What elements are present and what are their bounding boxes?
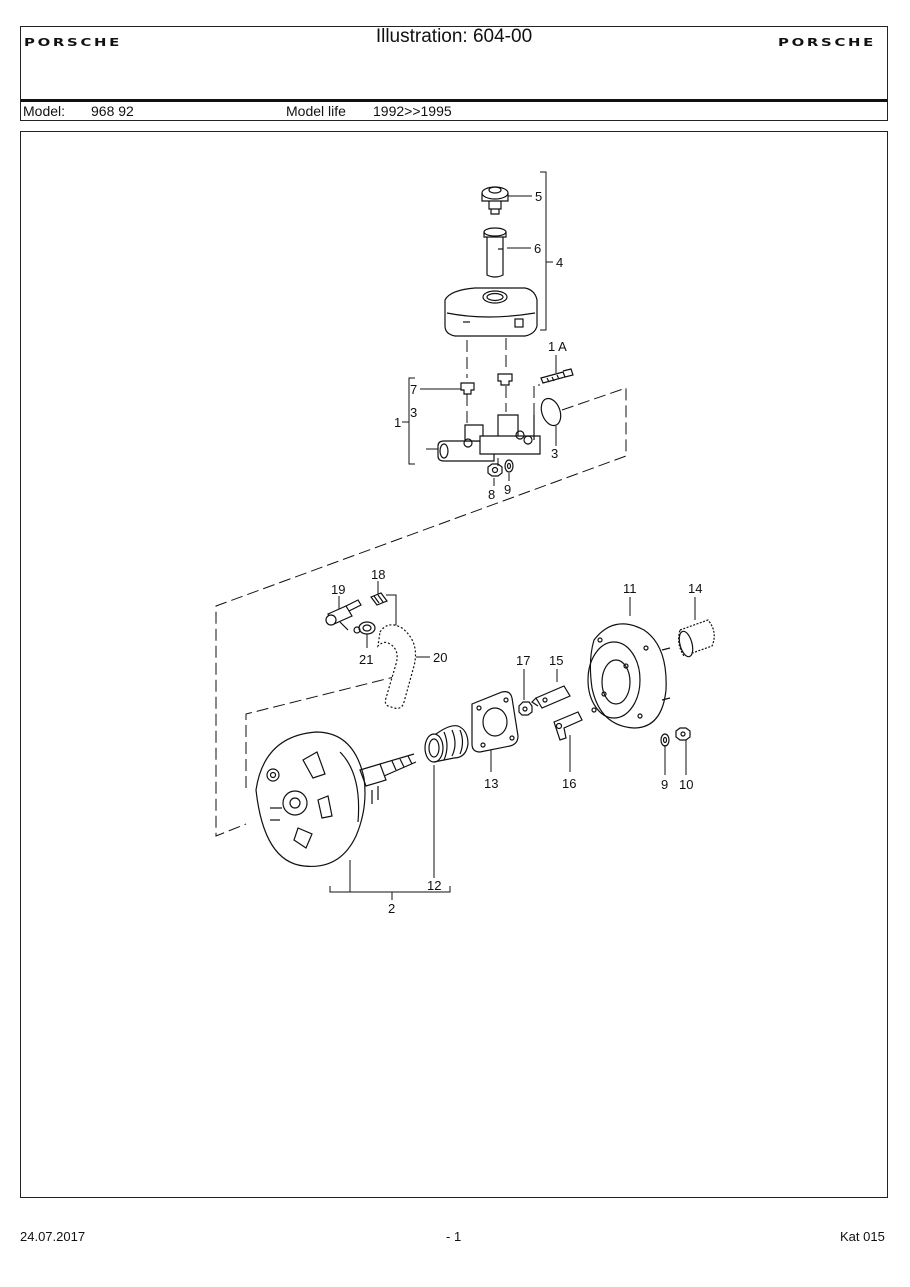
mounting-plate (587, 623, 671, 729)
callout-9-upper: 9 (504, 482, 511, 497)
callout-18: 18 (371, 567, 385, 582)
stud-bolt (540, 368, 574, 384)
model-value: 968 92 (91, 103, 134, 119)
callout-5: 5 (535, 189, 542, 204)
hose-fitting (370, 592, 388, 606)
model-label: Model: (23, 103, 66, 119)
seal-grommets (460, 373, 513, 395)
callout-20: 20 (433, 650, 447, 665)
rubber-boot (424, 725, 469, 763)
callout-3-bracket: 3 (410, 405, 417, 420)
hex-nut (518, 701, 533, 716)
washer-and-nut (660, 727, 691, 747)
callout-8: 8 (488, 487, 495, 502)
callout-4: 4 (556, 255, 563, 270)
fluid-reservoir (444, 287, 538, 337)
callout-15: 15 (549, 653, 563, 668)
illustration-frame (20, 131, 888, 1198)
clevis-fork (531, 685, 571, 709)
check-valve (325, 599, 362, 631)
callout-7: 7 (410, 382, 417, 397)
porsche-logo-left: PORSCHE (24, 36, 123, 49)
vacuum-hose (377, 624, 417, 709)
brake-booster (255, 731, 417, 868)
callout-11: 11 (623, 581, 637, 596)
porsche-logo-right: PORSCHE (778, 36, 877, 49)
footer-catalog-code: Kat 015 (840, 1229, 885, 1244)
callout-19: 19 (331, 582, 345, 597)
model-life-value: 1992>>1995 (373, 103, 452, 119)
reservoir-cap (481, 186, 509, 215)
master-cylinder (437, 414, 541, 462)
callout-17: 17 (516, 653, 530, 668)
callout-16: 16 (562, 776, 576, 791)
callout-10: 10 (679, 777, 693, 792)
callout-12: 12 (427, 878, 441, 893)
callout-3: 3 (551, 446, 558, 461)
hose-clamp (353, 621, 376, 635)
footer-date: 24.07.2017 (20, 1229, 86, 1244)
illustration-title: Illustration: 604-00 (375, 26, 533, 47)
footer-page-number: - 1 (446, 1229, 462, 1244)
callout-1a: 1 A (548, 339, 567, 354)
lever-bracket (553, 711, 583, 741)
callout-21: 21 (359, 652, 373, 667)
flange-gasket (471, 691, 519, 753)
o-ring-seal (540, 397, 562, 427)
header-box: PORSCHE Illustration: 604-00 PORSCHE Mod… (20, 26, 888, 121)
callout-9-lower: 9 (661, 777, 668, 792)
callout-1: 1 (394, 415, 401, 430)
callout-6: 6 (534, 241, 541, 256)
nut-and-washer (487, 459, 514, 477)
header-divider (21, 99, 887, 102)
callout-14: 14 (688, 581, 702, 596)
strainer-filter (483, 227, 507, 278)
bushing-ring (678, 619, 715, 658)
callout-13: 13 (484, 776, 498, 791)
model-life-label: Model life (286, 103, 346, 119)
callout-2: 2 (388, 901, 395, 916)
